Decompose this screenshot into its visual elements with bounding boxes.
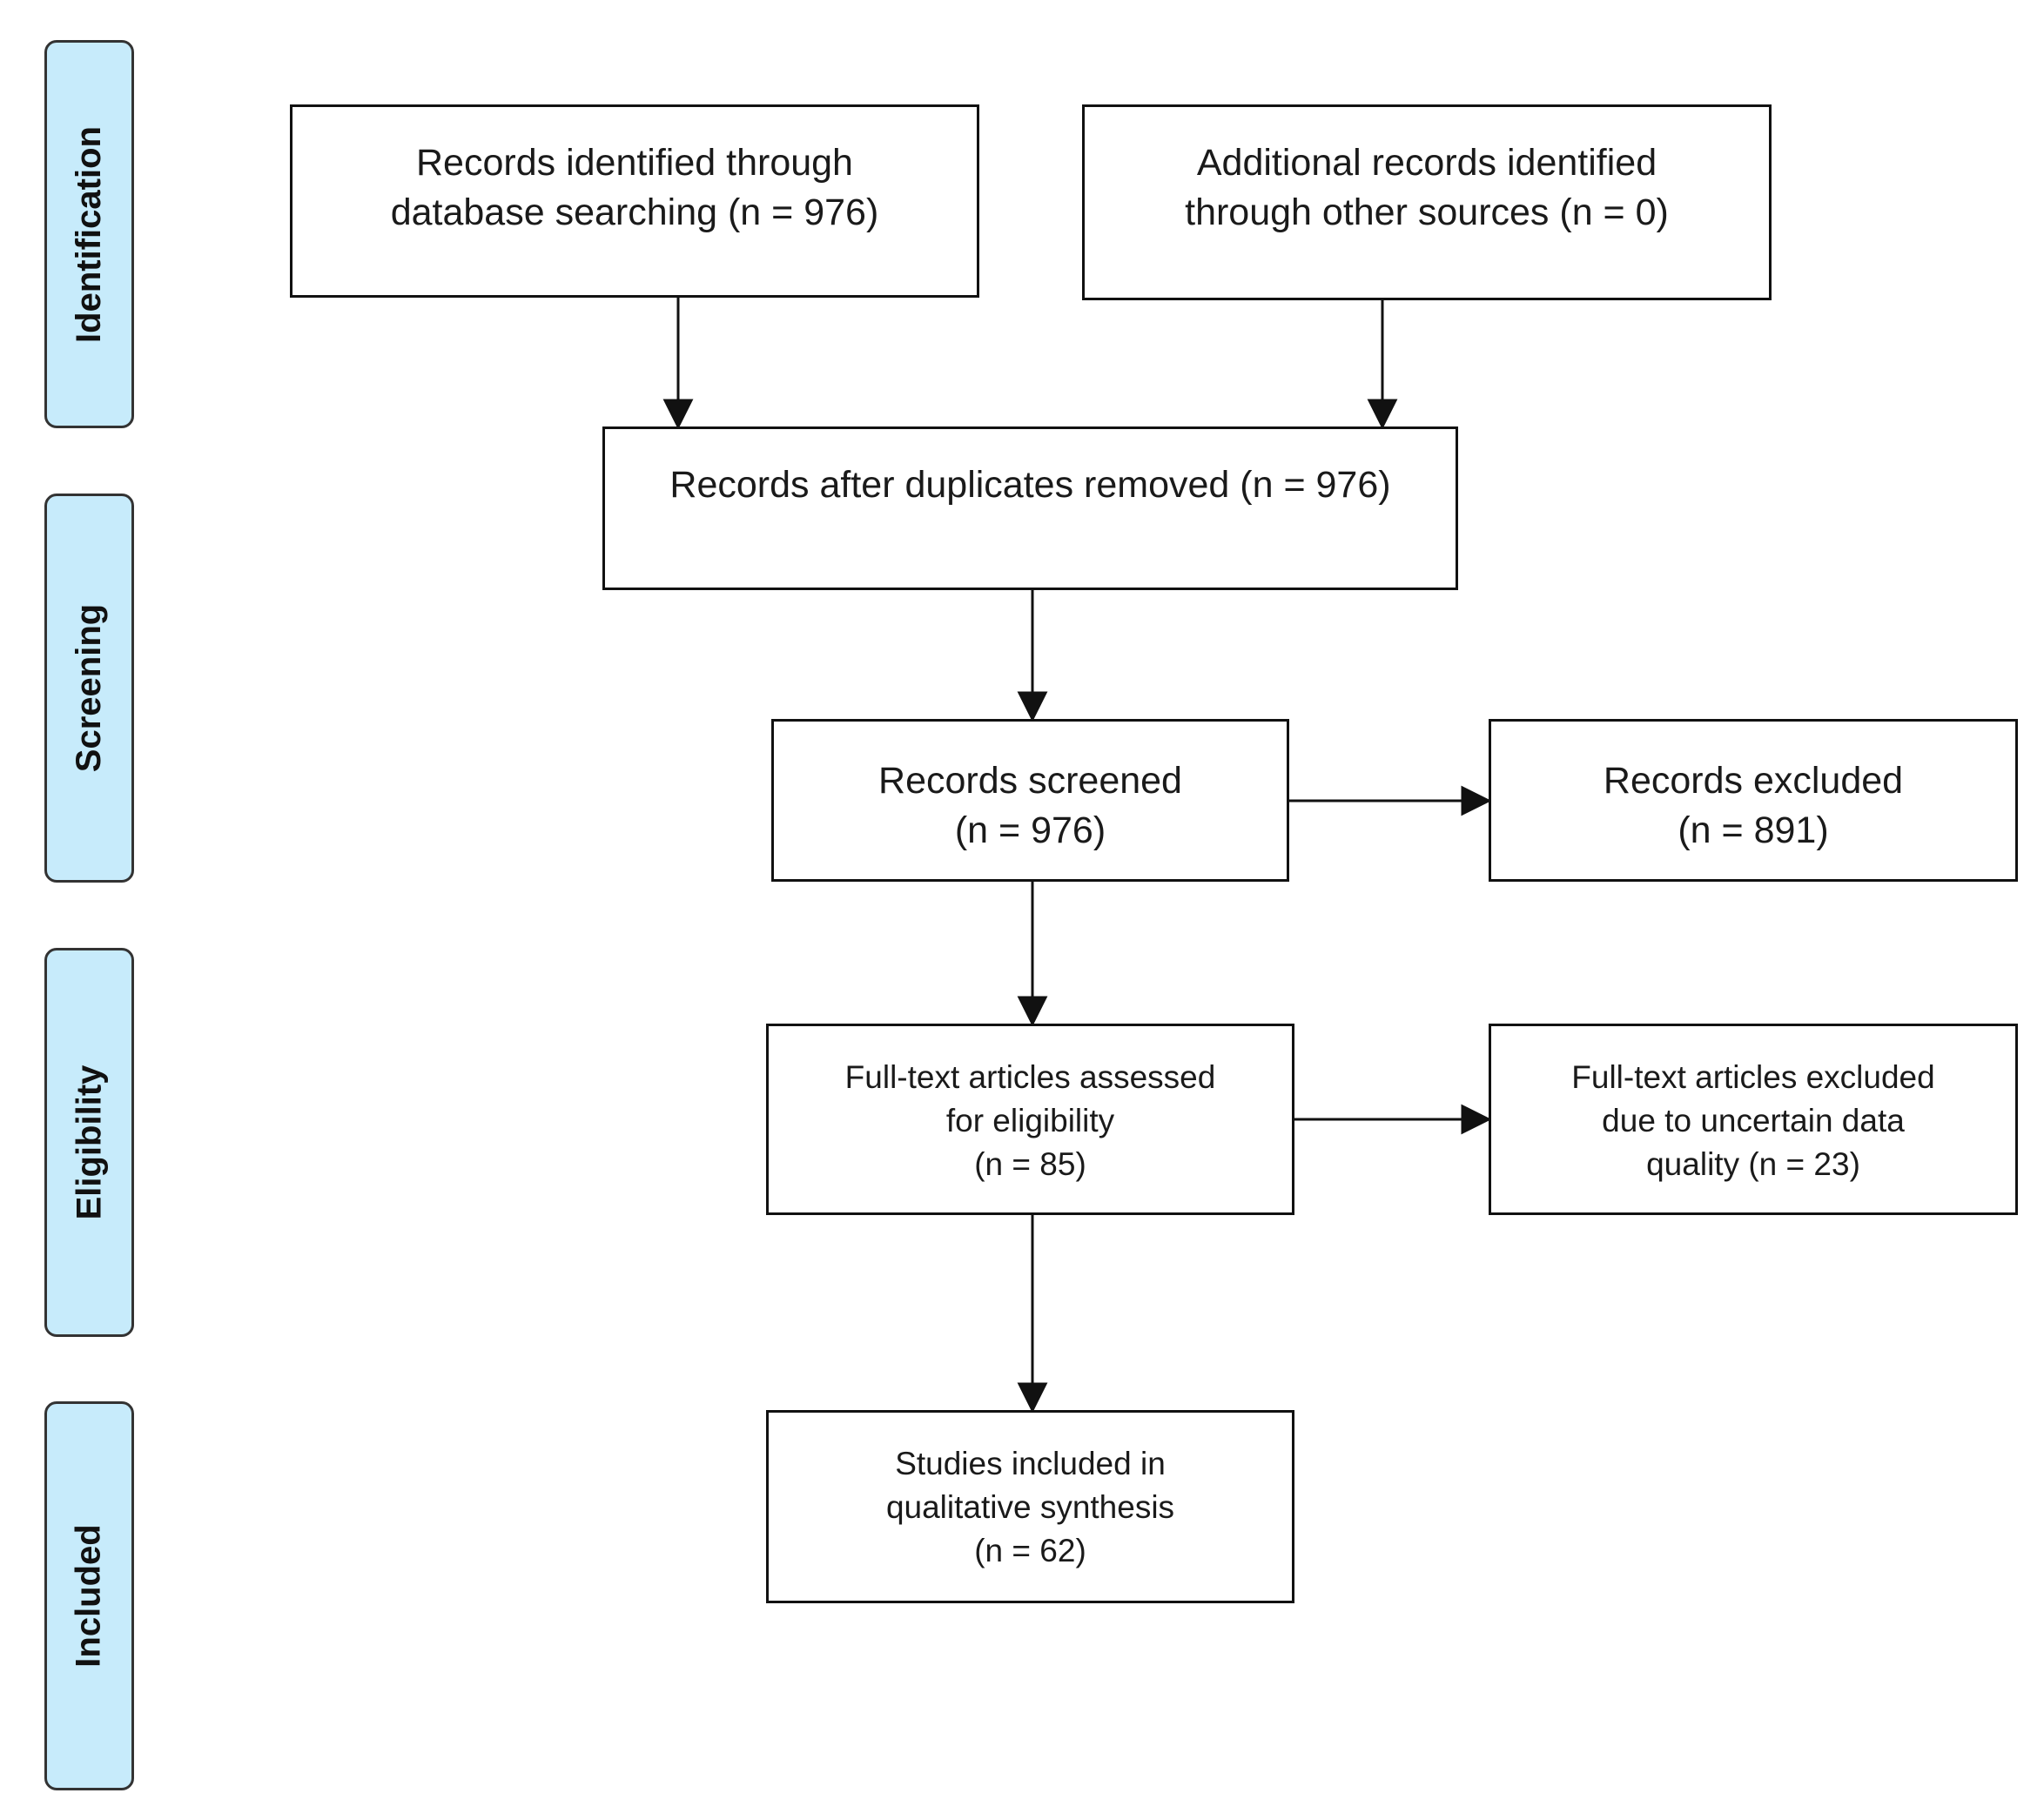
box-database-searching: Records identified through database sear… [290,104,979,298]
box-fulltext-excluded: Full-text articles excluded due to uncer… [1489,1024,2018,1215]
box-other-sources: Additional records identified through ot… [1082,104,1772,300]
box-studies-included: Studies included in qualitative synthesi… [766,1410,1294,1603]
box-line: Records after duplicates removed (n = 97… [669,464,1391,506]
box-line: (n = 62) [974,1533,1086,1568]
box-records-screened: Records screened (n = 976) [771,719,1289,882]
arrowhead-fulltext-to-included [1017,1382,1048,1414]
arrowhead-fulltext-to-excluded [1461,1104,1492,1135]
box-line: quality (n = 23) [1646,1146,1860,1182]
arrowhead-other-to-dedup [1367,399,1398,430]
box-line: through other sources (n = 0) [1185,191,1669,233]
box-line: (n = 976) [954,809,1106,851]
box-line: Additional records identified [1196,142,1657,184]
box-line: (n = 85) [974,1146,1086,1182]
box-line: Records screened [878,760,1182,802]
arrowhead-screened-to-excluded [1461,785,1492,816]
phase-eligibility: Eligibility [44,948,134,1337]
box-line: qualitative synthesis [885,1489,1175,1525]
phase-screening: Screening [44,494,134,883]
box-records-excluded: Records excluded (n = 891) [1489,719,2018,882]
arrowhead-screened-to-fulltext [1017,996,1048,1027]
arrowhead-dedup-to-screened [1017,691,1048,722]
box-line: Full-text articles assessed [844,1059,1216,1095]
phase-identification: Identification [44,40,134,428]
box-line: Studies included in [895,1446,1166,1481]
box-line: for eligibility [945,1103,1115,1138]
box-line: Records identified through [416,142,853,184]
box-duplicates-removed: Records after duplicates removed (n = 97… [602,426,1458,590]
phase-included: Included [44,1401,134,1790]
box-line: Full-text articles excluded [1571,1059,1935,1095]
box-fulltext-assessed: Full-text articles assessed for eligibil… [766,1024,1294,1215]
box-line: (n = 891) [1678,809,1829,851]
box-line: due to uncertain data [1602,1103,1905,1138]
box-line: database searching (n = 976) [390,191,879,233]
arrowhead-db-to-dedup [662,399,694,430]
box-line: Records excluded [1603,760,1904,802]
